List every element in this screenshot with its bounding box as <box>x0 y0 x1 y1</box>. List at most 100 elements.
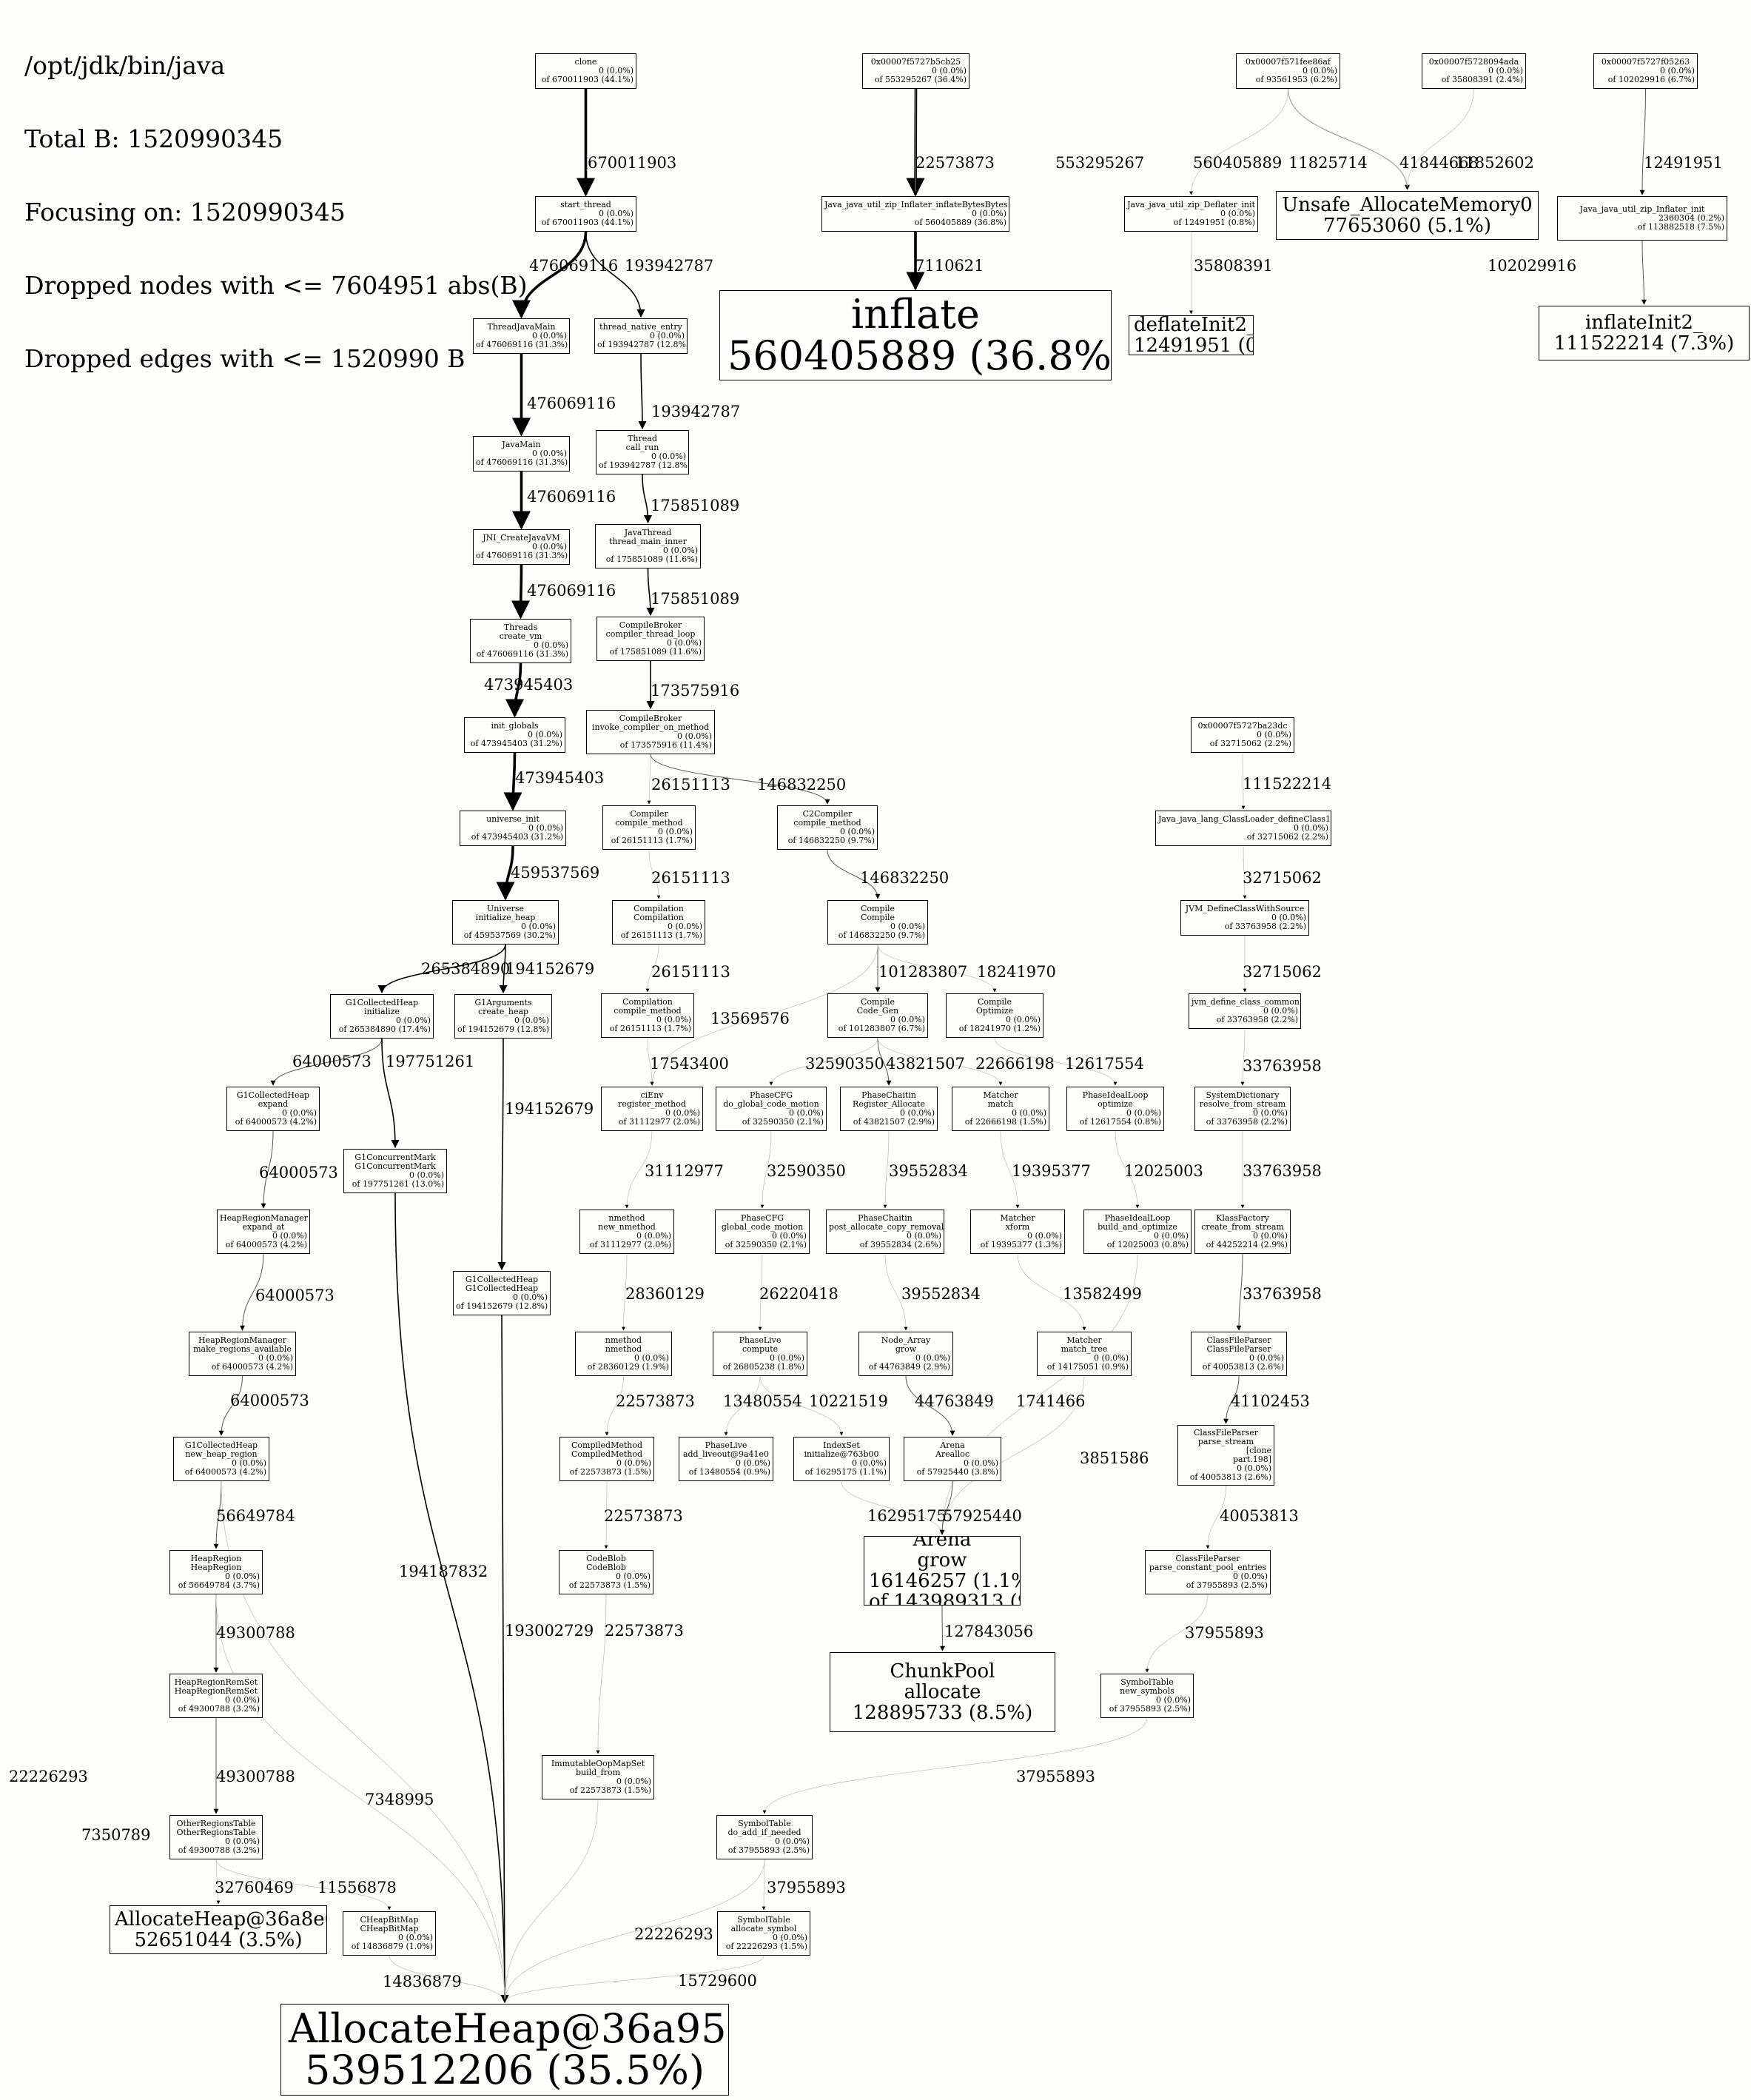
node-line: thread_main_inner <box>609 537 687 546</box>
node-line: 0x00007f5727b5cb25 <box>870 57 961 67</box>
node-line: SymbolTable <box>1120 1677 1174 1687</box>
node-line: of 173575916 (11.4%) <box>619 740 712 750</box>
node-line: compute <box>742 1344 779 1354</box>
node-deflateinit2-[interactable]: deflateInit2_12491951 (0.8%) <box>1129 315 1254 355</box>
node-line: 0 (0.0%) <box>514 1016 549 1025</box>
node-line: AllocateHeap@36a950 <box>289 2005 729 2052</box>
node-inflateinit2-[interactable]: inflateInit2_111522214 (7.3%) <box>1539 306 1750 360</box>
node-line: of 175851089 (11.6%) <box>605 554 698 564</box>
node-line: 0 (0.0%) <box>676 731 712 741</box>
node-line: of 476069116 (31.3%) <box>476 457 568 467</box>
edge-compile-code-gen-to-phasecfg-do-global-code-motion <box>769 1037 878 1086</box>
edge-addr-8094ada-to-unsafe-allocatememory0 <box>1405 88 1474 190</box>
edge-symboltable-allocate-symbol-to-allocateheap-36a950 <box>503 1955 764 2003</box>
node-inflater-inflatebytesbytes[interactable]: Java_java_util_zip_Inflater_inflateBytes… <box>821 196 1009 232</box>
node-line: 16146257 (1.1%) <box>869 1570 1021 1592</box>
node-line: ClassFileParser <box>1206 1344 1271 1354</box>
header-line-total: Total B: 1520990345 <box>24 124 283 153</box>
node-line: CompileBroker <box>619 620 682 630</box>
node-line: of 57925440 (3.8%) <box>916 1467 998 1477</box>
node-line: of 37955893 (2.5%) <box>727 1845 810 1855</box>
node-line: G1CollectedHeap <box>236 1090 310 1100</box>
